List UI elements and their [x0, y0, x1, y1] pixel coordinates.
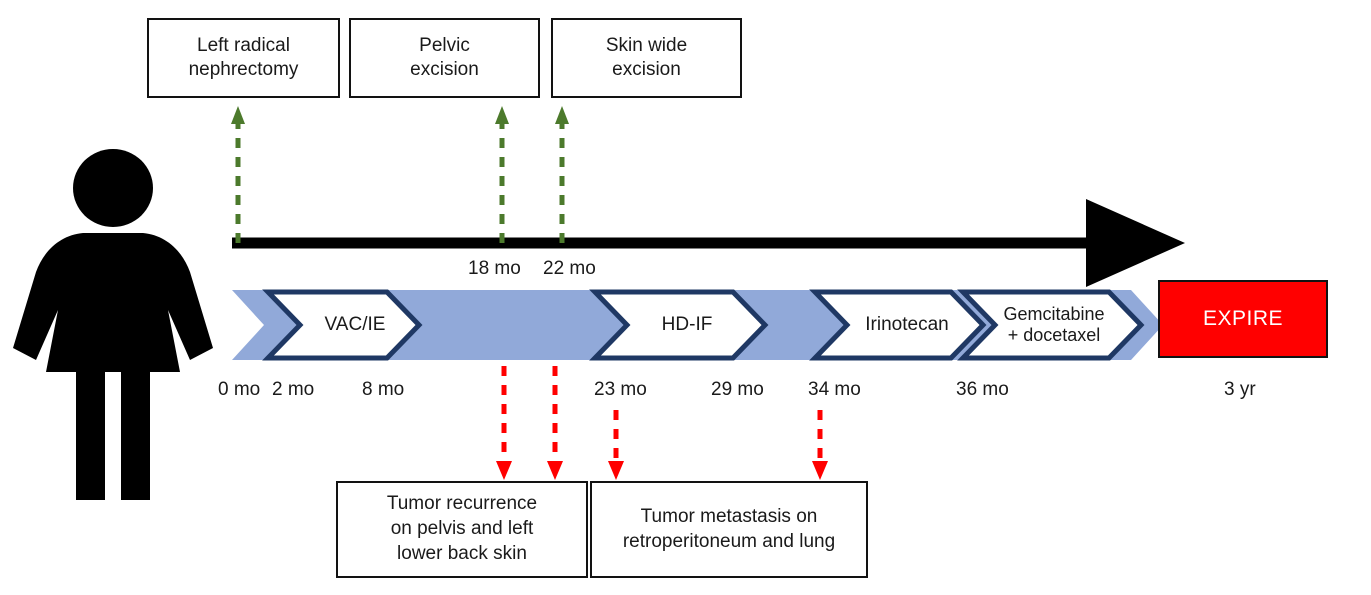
timepoint-label-18mo: 18 mo	[468, 258, 521, 279]
regimen-chevron-group	[262, 289, 1145, 361]
outcome-label: EXPIRE	[1202, 307, 1284, 330]
timepoint-label-2mo: 2 mo	[272, 379, 315, 400]
regimen-label-gemcitabine-docetaxel: Gemcitabine + docetaxel	[1003, 304, 1105, 345]
timepoint-label-8mo: 8 mo	[362, 379, 405, 400]
regimen-label-irinotecan: Irinotecan	[865, 314, 949, 336]
regimen-label-vac-ie: VAC/IE	[324, 314, 386, 336]
regimen-label-hd-if: HD-IF	[661, 314, 713, 336]
regimen-chevron-hd-if	[589, 289, 769, 361]
surgery-box-label: Pelvic excision	[410, 35, 479, 80]
outcome-box-expire[interactable]: EXPIRE	[1158, 280, 1328, 358]
event-arrow-group	[496, 366, 828, 480]
timepoint-label-29mo: 29 mo	[711, 379, 764, 400]
event-box-label: Tumor recurrence on pelvis and left lowe…	[386, 493, 538, 564]
surgery-box-label: Skin wide excision	[605, 35, 688, 80]
surgery-arrow-pelvic-excision	[495, 106, 509, 243]
surgery-arrow-skin-excision	[555, 106, 569, 243]
regimen-chevron-irinotecan	[809, 289, 987, 361]
event-arrow-recurrence-18mo	[496, 366, 512, 480]
event-arrow-recurrence-22mo	[547, 366, 563, 480]
surgery-arrow-nephrectomy	[231, 106, 245, 243]
surgery-box-skin-wide-excision[interactable]: Skin wide excision	[551, 18, 742, 98]
surgery-box-label: Left radical nephrectomy	[188, 35, 299, 80]
event-box-label: Tumor metastasis on retroperitoneum and …	[622, 505, 836, 552]
regimen-chevron-gemcitabine	[957, 289, 1145, 361]
event-arrow-metastasis-34mo	[812, 410, 828, 480]
timepoint-label-23mo: 23 mo	[594, 379, 647, 400]
timepoint-label-22mo: 22 mo	[543, 258, 596, 279]
regimen-chevron-vac-ie	[262, 289, 423, 361]
timepoint-label-34mo: 34 mo	[808, 379, 861, 400]
timepoint-label-36mo: 36 mo	[956, 379, 1009, 400]
patient-silhouette-icon	[13, 149, 213, 500]
surgery-box-left-radical-nephrectomy[interactable]: Left radical nephrectomy	[147, 18, 340, 98]
timepoint-label-3yr: 3 yr	[1224, 379, 1256, 400]
surgery-arrow-group	[231, 106, 569, 243]
event-box-tumor-recurrence[interactable]: Tumor recurrence on pelvis and left lowe…	[336, 481, 588, 578]
event-box-tumor-metastasis[interactable]: Tumor metastasis on retroperitoneum and …	[590, 481, 868, 578]
event-arrow-metastasis-23mo	[608, 410, 624, 480]
timepoint-label-0mo: 0 mo	[218, 379, 261, 400]
surgery-box-pelvic-excision[interactable]: Pelvic excision	[349, 18, 540, 98]
